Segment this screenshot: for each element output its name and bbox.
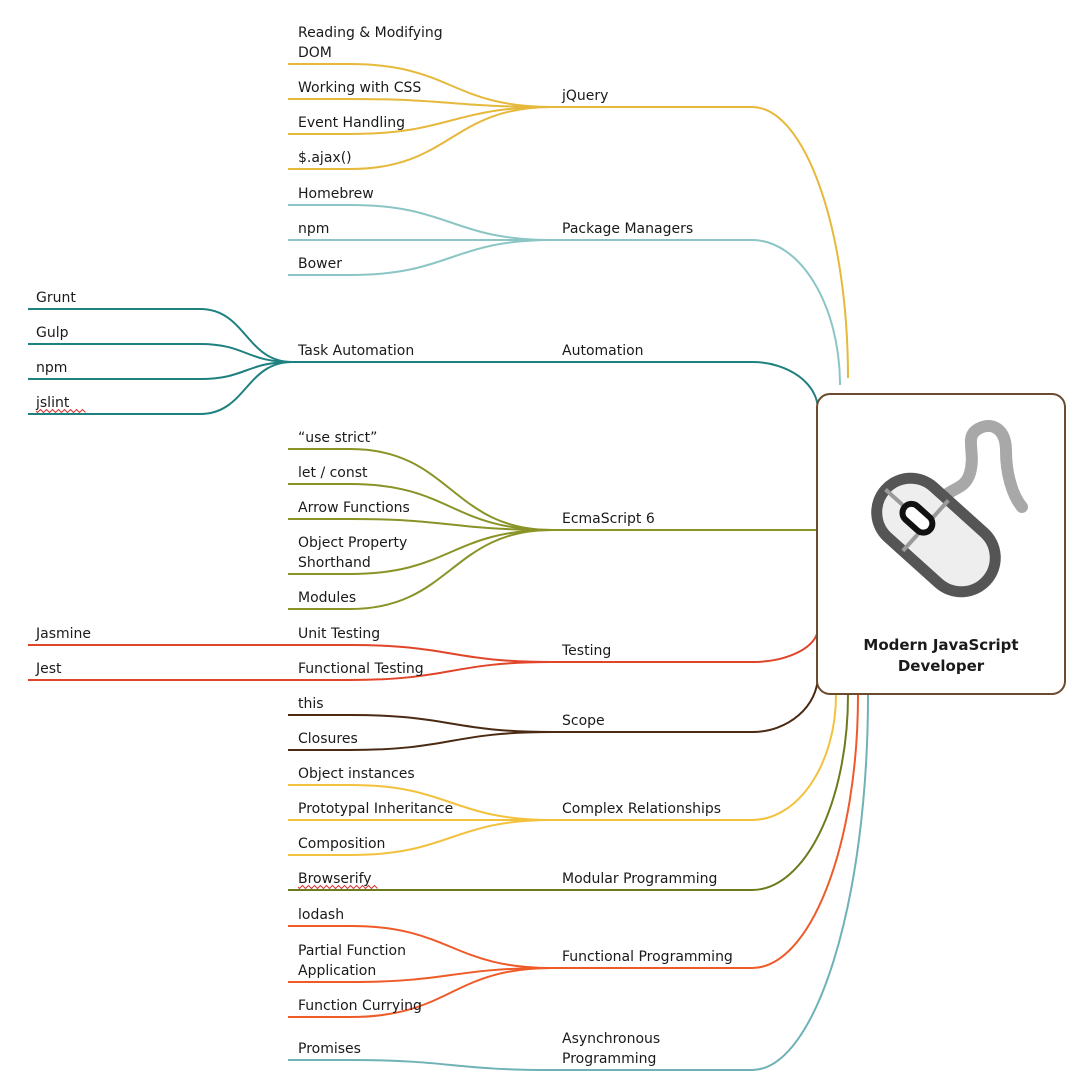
branch-functional-programming-child-partial-function-application-curve [349,967,553,983]
branch-complex-relationships-label[interactable]: Complex Relationships [562,801,721,817]
branch-automation-connector [751,361,819,411]
branch-automation-child-task-automation-sub-grunt-label[interactable]: Grunt [36,290,76,306]
branch-scope-child-closures-curve [349,731,553,751]
branch-jquery-child-working-with-css-curve [349,98,553,108]
branch-package-managers-child-bower-curve [349,239,553,276]
branch-modular-programming-child-browserify-label[interactable]: Browserify [298,871,372,887]
branch-package-managers-connector [751,239,841,386]
branch-functional-programming-child-function-currying-label[interactable]: Function Currying [298,998,422,1014]
central-topic-title-line-2: Developer [897,657,985,675]
branch-jquery-label[interactable]: jQuery [561,88,608,104]
branch-package-managers-child-homebrew-label[interactable]: Homebrew [298,186,374,202]
branch-testing-child-functional-testing-sub-jest-label[interactable]: Jest [35,661,62,677]
branch-asynchronous-programming-child-promises-curve [349,1059,553,1071]
branch-automation-child-task-automation-sub-gulp-curve [199,343,293,363]
branch-automation-child-task-automation-sub-jslint-label[interactable]: jslint [35,395,70,411]
branch-complex-relationships-connector [751,694,837,821]
branch-ecmascript-6-child-use-strict-curve [349,448,553,531]
branch-ecmascript-6-child-modules-curve [349,529,553,610]
branch-automation-child-task-automation-sub-grunt-curve [199,308,293,363]
branch-ecmascript-6-child-arrow-functions-label[interactable]: Arrow Functions [298,500,410,516]
branch-asynchronous-programming-child-promises-label[interactable]: Promises [298,1041,361,1057]
branch-asynchronous-programming-connector [751,694,869,1071]
branch-functional-programming-label[interactable]: Functional Programming [562,949,733,965]
branch-jquery-child-event-handling-curve [349,106,553,135]
branch-testing-child-unit-testing-sub-jasmine-label[interactable]: Jasmine [35,626,91,642]
branch-modular-programming-connector [751,694,849,891]
branch-package-managers-child-homebrew-curve [349,204,553,241]
branch-scope-child-closures-label[interactable]: Closures [298,731,358,747]
branch-ecmascript-6-child-use-strict-label[interactable]: “use strict” [298,430,377,446]
branch-functional-programming-child-function-currying-curve [349,967,553,1018]
branch-automation-child-task-automation-sub-npm-label[interactable]: npm [36,360,67,376]
branch-complex-relationships-child-composition-curve [349,819,553,856]
central-topic-title-line-1: Modern JavaScript [863,636,1019,654]
branch-complex-relationships-child-object-instances-label[interactable]: Object instances [298,766,415,782]
branch-testing-child-unit-testing-label[interactable]: Unit Testing [298,626,380,642]
branch-complex-relationships-child-composition-label[interactable]: Composition [298,836,385,852]
branch-jquery-child-event-handling-label[interactable]: Event Handling [298,115,405,131]
computer-mouse-icon [871,420,1028,598]
branch-scope-child-this-label[interactable]: this [298,696,324,712]
branch-functional-programming-child-lodash-label[interactable]: lodash [298,907,344,923]
branch-modular-programming-label[interactable]: Modular Programming [562,871,717,887]
branch-ecmascript-6-child-let-const-curve [349,483,553,531]
branch-testing-child-functional-testing-curve [349,661,553,681]
branch-jquery-child-ajax-curve [349,106,553,170]
branch-automation-child-task-automation-sub-gulp-label[interactable]: Gulp [36,325,69,341]
branch-automation-label[interactable]: Automation [562,343,644,359]
branch-testing-label[interactable]: Testing [561,643,611,659]
branch-testing-child-unit-testing-curve [349,644,553,663]
central-topic-node[interactable]: Modern JavaScript Developer [816,393,1066,695]
branch-jquery-child-reading-modifying-dom-curve [349,63,553,108]
branch-jquery-connector [751,106,849,379]
branch-automation-child-task-automation-label[interactable]: Task Automation [297,343,414,359]
branch-complex-relationships-child-object-instances-curve [349,784,553,821]
branch-jquery-child-ajax-label[interactable]: $.ajax() [298,150,352,166]
branch-jquery-child-working-with-css-label[interactable]: Working with CSS [298,80,421,96]
branch-scope-child-this-curve [349,714,553,733]
branch-package-managers-child-npm-label[interactable]: npm [298,221,329,237]
branch-automation-child-task-automation-sub-jslint-label-spellcheck-underline [35,408,86,414]
branch-modular-programming-child-browserify-label-spellcheck-underline [297,884,378,890]
branch-ecmascript-6-child-object-property-shorthand-curve [349,529,553,575]
branch-scope-label[interactable]: Scope [562,713,605,729]
branch-ecmascript-6-child-arrow-functions-curve [349,518,553,531]
branch-package-managers-child-bower-label[interactable]: Bower [298,256,342,272]
branch-testing-connector [751,627,819,663]
branch-complex-relationships-child-prototypal-inheritance-label[interactable]: Prototypal Inheritance [298,801,453,817]
branch-package-managers-label[interactable]: Package Managers [562,221,693,237]
branch-ecmascript-6-child-let-const-label[interactable]: let / const [298,465,368,481]
branch-ecmascript-6-label[interactable]: EcmaScript 6 [562,511,655,527]
central-topic-title: Modern JavaScript Developer [818,635,1064,677]
branch-automation-child-task-automation-sub-jslint-curve [199,361,293,415]
branch-testing-child-functional-testing-label[interactable]: Functional Testing [298,661,424,677]
branch-automation-child-task-automation-sub-npm-curve [199,361,293,380]
branch-scope-connector [751,674,819,733]
branch-functional-programming-connector [751,694,859,969]
branch-ecmascript-6-child-modules-label[interactable]: Modules [298,590,356,606]
branch-functional-programming-child-lodash-curve [349,925,553,969]
